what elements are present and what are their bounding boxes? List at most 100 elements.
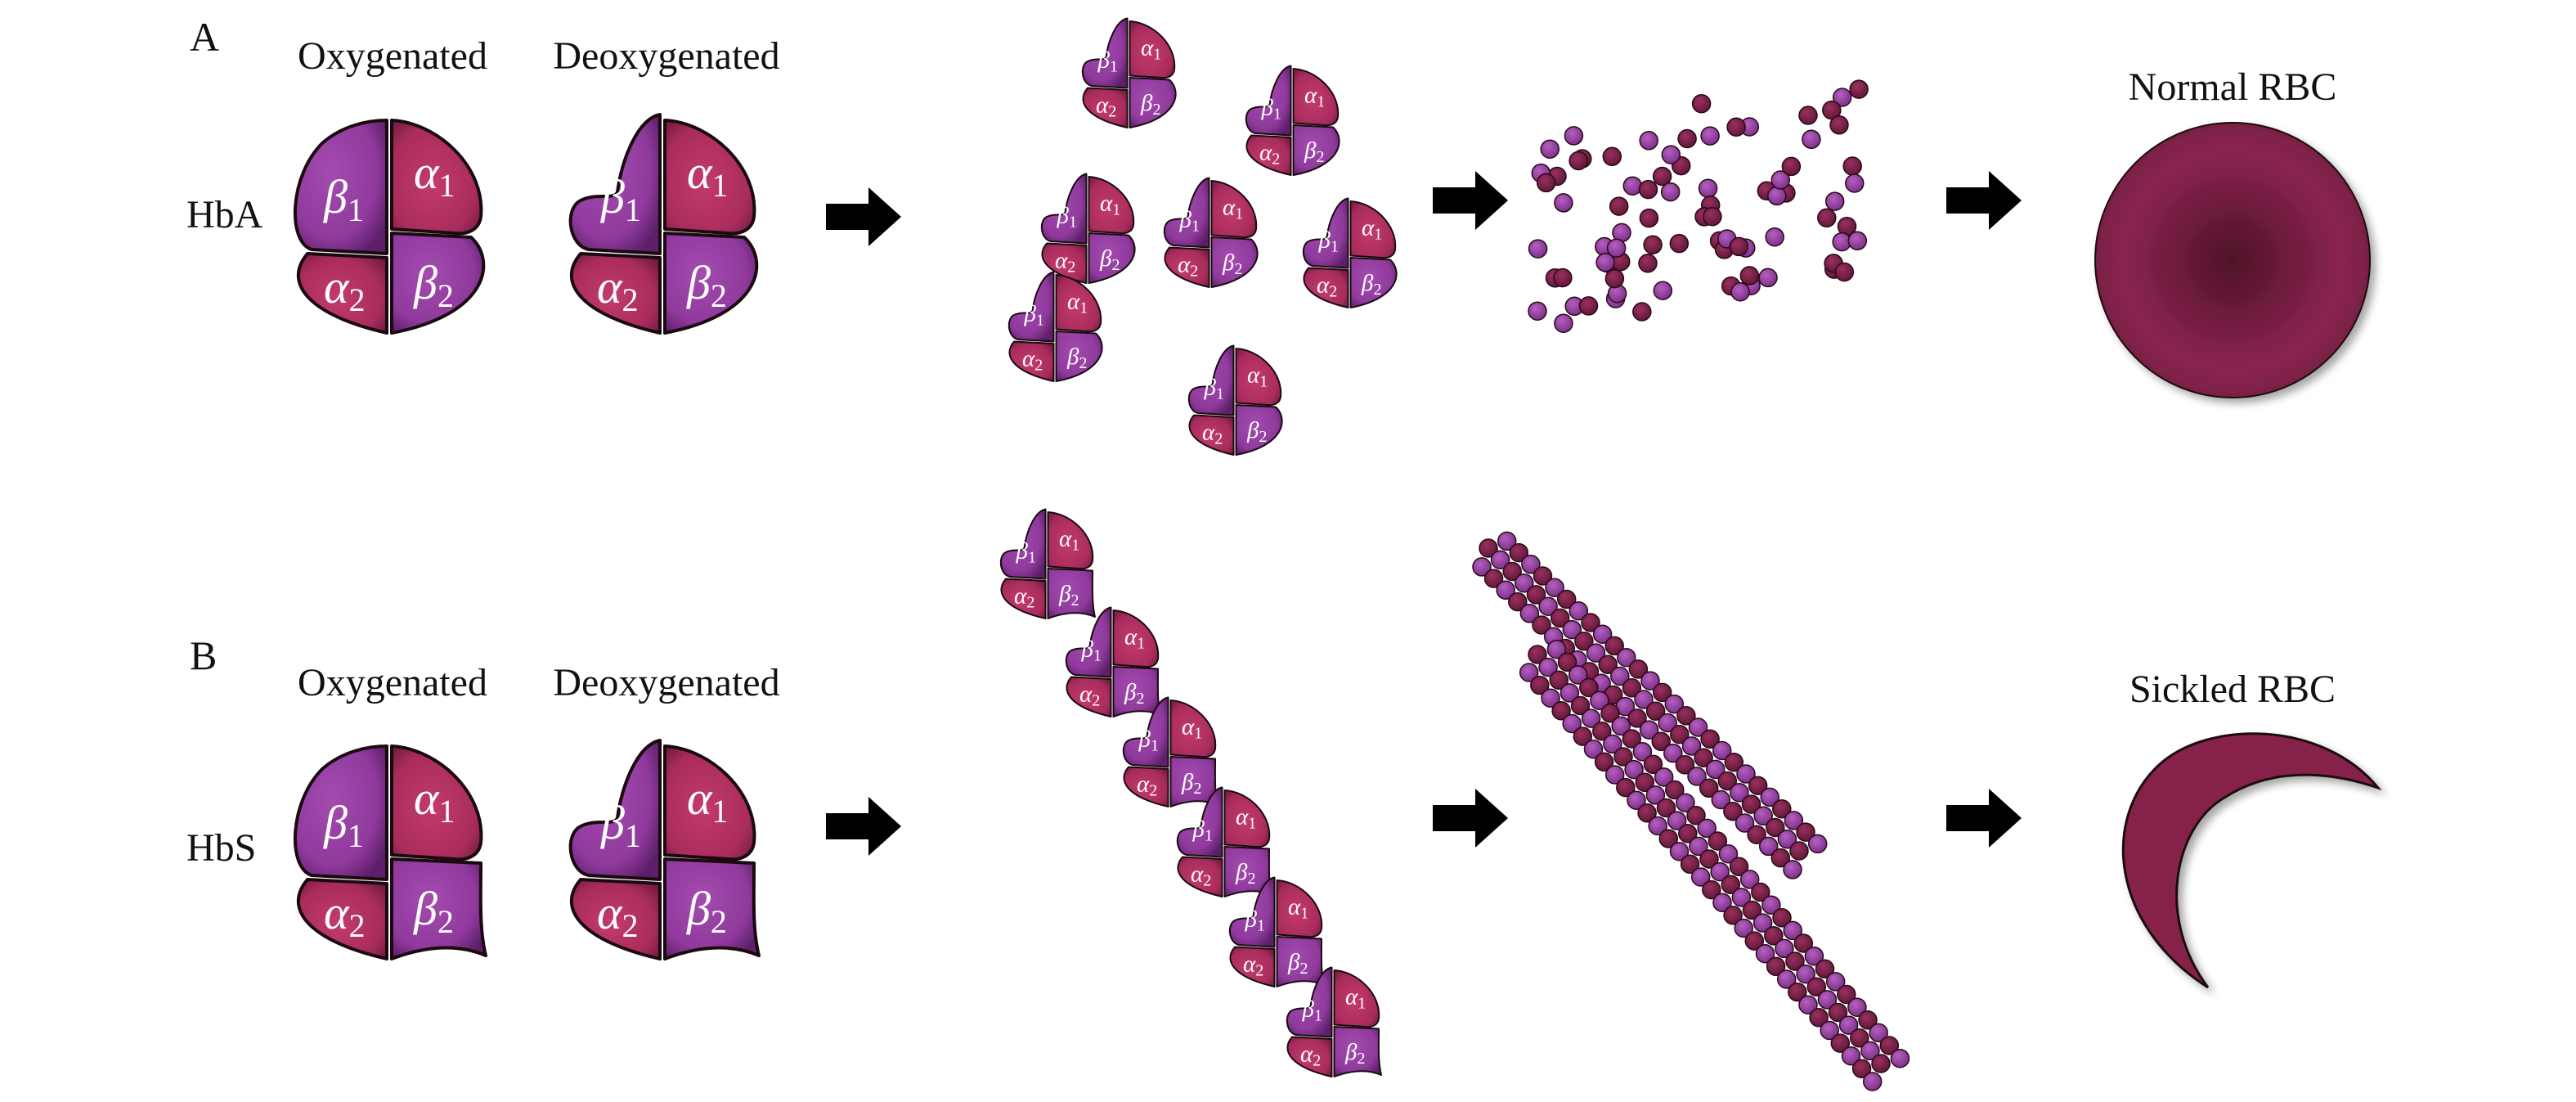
hemoglobin-dot <box>1758 268 1778 288</box>
polymer-fiber-dot <box>1847 997 1867 1017</box>
subunit-index: 2 <box>1111 256 1120 274</box>
polymer-fiber-dot <box>1751 882 1770 902</box>
subunit-symbol: β <box>323 170 348 223</box>
subunit-alpha2 <box>1123 766 1169 807</box>
polymer-fiber-dot <box>1723 906 1743 925</box>
hemoglobin-dot <box>1669 233 1690 254</box>
subunit-beta2 <box>1333 1026 1382 1077</box>
subunit-symbol: α <box>1055 248 1068 274</box>
polymer-fiber-dot <box>1806 977 1827 997</box>
polymer-fiber-dot <box>1515 573 1534 593</box>
subunit-beta2-label: β2 <box>1287 949 1308 978</box>
hemoglobin-dot <box>1730 281 1750 302</box>
polymer-fiber-dot <box>1658 713 1677 733</box>
polymer-fiber-dot <box>1624 759 1644 780</box>
polymer-fiber-dot <box>1568 665 1588 685</box>
hba-label: HbA <box>186 193 263 236</box>
normal-rbc-label: Normal RBC <box>2129 65 2337 109</box>
polymer-fiber-dot <box>1871 1054 1891 1073</box>
subunit-alpha1-label: α1 <box>1288 894 1308 923</box>
hemoglobin-dot <box>1765 227 1784 247</box>
subunit-index: 2 <box>1272 151 1280 169</box>
polymer-fiber-dot <box>1551 701 1571 721</box>
hemoglobin-dot <box>1568 151 1588 171</box>
subunit-beta1-label: β1 <box>1318 227 1339 256</box>
subunit-beta1 <box>1008 271 1055 343</box>
right-arrow-icon <box>1946 789 2022 848</box>
hemoglobin-dot <box>1528 239 1548 259</box>
subunit-index: 1 <box>438 167 455 204</box>
subunit-symbol: α <box>1191 861 1204 888</box>
subunit-symbol: α <box>1100 191 1113 217</box>
subunit-alpha1-label: α1 <box>1124 624 1145 653</box>
polymer-fiber-dot <box>1550 608 1570 628</box>
subunit-symbol: β <box>600 796 625 849</box>
polymer-fiber-dot <box>1676 793 1695 812</box>
polymer-fiber-dot <box>1730 783 1749 803</box>
subunit-index: 1 <box>1112 201 1120 219</box>
polymer-fiber-dot <box>1634 690 1654 709</box>
polymer-fiber-dot <box>1532 615 1551 635</box>
subunit-alpha1 <box>1210 180 1258 239</box>
polymer-fiber-dot <box>1651 731 1671 752</box>
polymer-fiber-dot <box>1783 920 1802 941</box>
subunit-symbol: α <box>1059 526 1072 552</box>
polymer-fiber-dot <box>1521 555 1541 574</box>
right-arrow-icon <box>826 797 901 856</box>
subunit-alpha1-label: α1 <box>1362 215 1382 244</box>
subunit-alpha1 <box>390 119 483 236</box>
subunit-alpha2-label: α2 <box>1022 346 1043 375</box>
subunit-index: 1 <box>1374 226 1382 244</box>
subunit-symbol: α <box>1067 289 1080 315</box>
polymer-fiber-dot <box>1735 813 1755 833</box>
polymer-fiber-dot <box>1533 566 1553 586</box>
polymer-fiber-dot <box>1748 776 1768 795</box>
polymer-fiber-dot <box>1658 829 1679 848</box>
hemoglobin-dot <box>1632 302 1652 322</box>
hemoglobin-dot <box>1849 79 1869 99</box>
subunit-alpha2-label: α2 <box>1178 252 1198 281</box>
subunit-alpha2 <box>1245 134 1292 176</box>
subunit-index: 2 <box>348 281 365 318</box>
polymer-fiber-dot <box>1526 585 1546 605</box>
polymer-fiber-dot <box>1744 931 1765 951</box>
polymer-fiber-dot <box>1622 678 1642 698</box>
hemoglobin-dot <box>1639 208 1659 228</box>
subunit-index: 1 <box>711 793 728 830</box>
polymer-fiber-dot <box>1724 752 1744 772</box>
polymer-fiber-dot <box>1772 798 1792 819</box>
subunit-symbol: β <box>1179 207 1192 233</box>
subunit-symbol: β <box>1361 270 1374 296</box>
subunit-alpha2-label: α2 <box>597 260 638 318</box>
panel-b-oxygenated-label: Oxygenated <box>298 661 487 704</box>
subunit-beta2 <box>1292 124 1340 176</box>
hemoglobin-dot <box>1739 266 1760 286</box>
polymer-fiber-dot <box>1611 716 1631 736</box>
subunit-index: 2 <box>1136 690 1144 708</box>
subunit-alpha2-label: α2 <box>1202 420 1223 448</box>
subunit-symbol: β <box>323 796 348 849</box>
subunit-alpha2-label: α2 <box>1191 861 1211 890</box>
polymer-fiber-dot <box>1665 780 1685 800</box>
hemoglobin-dot <box>1553 268 1573 288</box>
subunit-beta1 <box>568 739 662 881</box>
subunit-alpha2-label: α2 <box>1079 681 1100 710</box>
subunit-index: 2 <box>1070 591 1079 609</box>
subunit-symbol: β <box>1081 636 1094 663</box>
subunit-index: 1 <box>1151 737 1159 755</box>
subunit-index: 1 <box>1259 373 1268 391</box>
subunit-symbol: α <box>414 771 440 825</box>
subunit-index: 1 <box>1248 815 1256 833</box>
polymer-fiber-dot <box>1686 806 1706 825</box>
subunit-symbol: β <box>1235 859 1248 885</box>
polymer-fiber-dot <box>1490 550 1510 569</box>
polymer-fiber-dot <box>1890 1048 1910 1068</box>
polymer-fiber-dot <box>1664 694 1685 714</box>
subunit-index: 2 <box>438 903 454 940</box>
subunit-beta1-label: β1 <box>1179 207 1200 236</box>
polymer-fiber-dot <box>1604 636 1624 656</box>
subunit-index: 1 <box>1192 218 1200 236</box>
